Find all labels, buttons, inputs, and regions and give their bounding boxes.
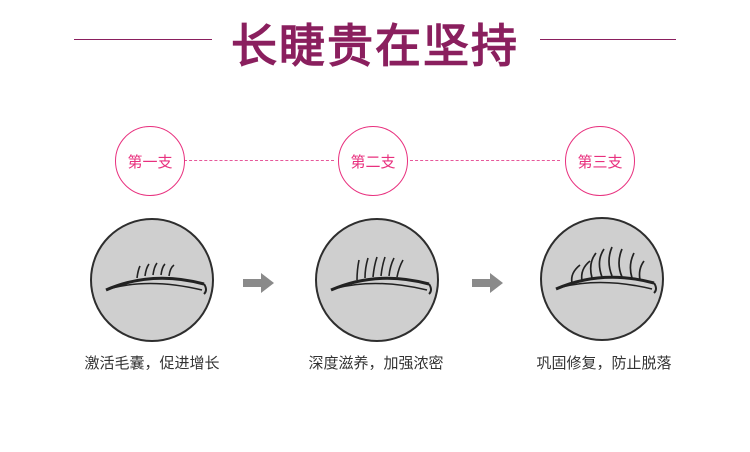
step-badge-2: 第二支 [338,126,408,196]
page-title: 长睫贵在坚持 [231,19,519,73]
step-connector-2 [410,160,560,161]
title-divider-right [540,39,676,40]
step-connector-1 [184,160,334,161]
eyelash-illustration-icon [315,218,439,342]
right-arrow-icon [243,273,274,293]
title-divider-left [74,39,212,40]
eyelash-illustration-icon [540,217,664,341]
step-badge-1: 第一支 [115,126,185,196]
step-badge-label: 第二支 [350,152,396,171]
step-caption-2: 深度滋养，加强浓密 [308,354,444,372]
step-badge-3: 第三支 [565,126,635,196]
step-badge-label: 第一支 [127,152,173,171]
step-badge-label: 第三支 [577,152,623,171]
step-caption-3: 巩固修复，防止脱落 [536,354,672,372]
eyelash-illustration-icon [90,218,214,342]
step-caption-1: 激活毛囊，促进增长 [84,354,220,372]
header: 长睫贵在坚持 [0,0,750,80]
right-arrow-icon [472,273,503,293]
